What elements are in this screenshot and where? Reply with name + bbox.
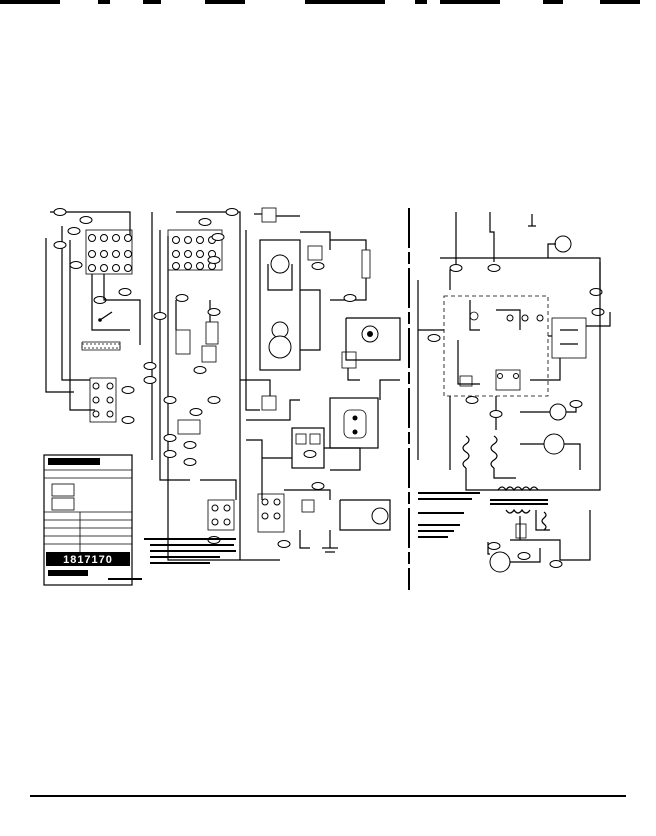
heater-coil-mid bbox=[490, 435, 498, 469]
left-notes bbox=[108, 538, 236, 580]
control-board bbox=[262, 397, 379, 471]
legend-part-number: 1817170 bbox=[63, 554, 113, 566]
timer-contact-block bbox=[85, 229, 133, 275]
right-notes bbox=[418, 492, 480, 538]
bottom-components bbox=[257, 482, 391, 553]
selector-switch bbox=[89, 377, 135, 424]
drive-motor bbox=[245, 230, 321, 411]
legend-table: 1817170 bbox=[43, 454, 133, 586]
heater-elements bbox=[175, 300, 221, 466]
right-schematic bbox=[417, 212, 611, 573]
header-strip bbox=[0, 0, 640, 4]
heater-coil-left bbox=[462, 435, 470, 469]
left-schematic bbox=[45, 207, 401, 561]
timer-block-2 bbox=[167, 229, 223, 271]
thermostat-top bbox=[254, 207, 371, 302]
relay-stack bbox=[530, 308, 611, 381]
transformer bbox=[490, 486, 550, 540]
door-switch-block bbox=[200, 479, 237, 544]
pump-motor bbox=[341, 317, 401, 381]
lid-switch bbox=[81, 274, 141, 351]
bottom-lamp bbox=[487, 510, 591, 573]
